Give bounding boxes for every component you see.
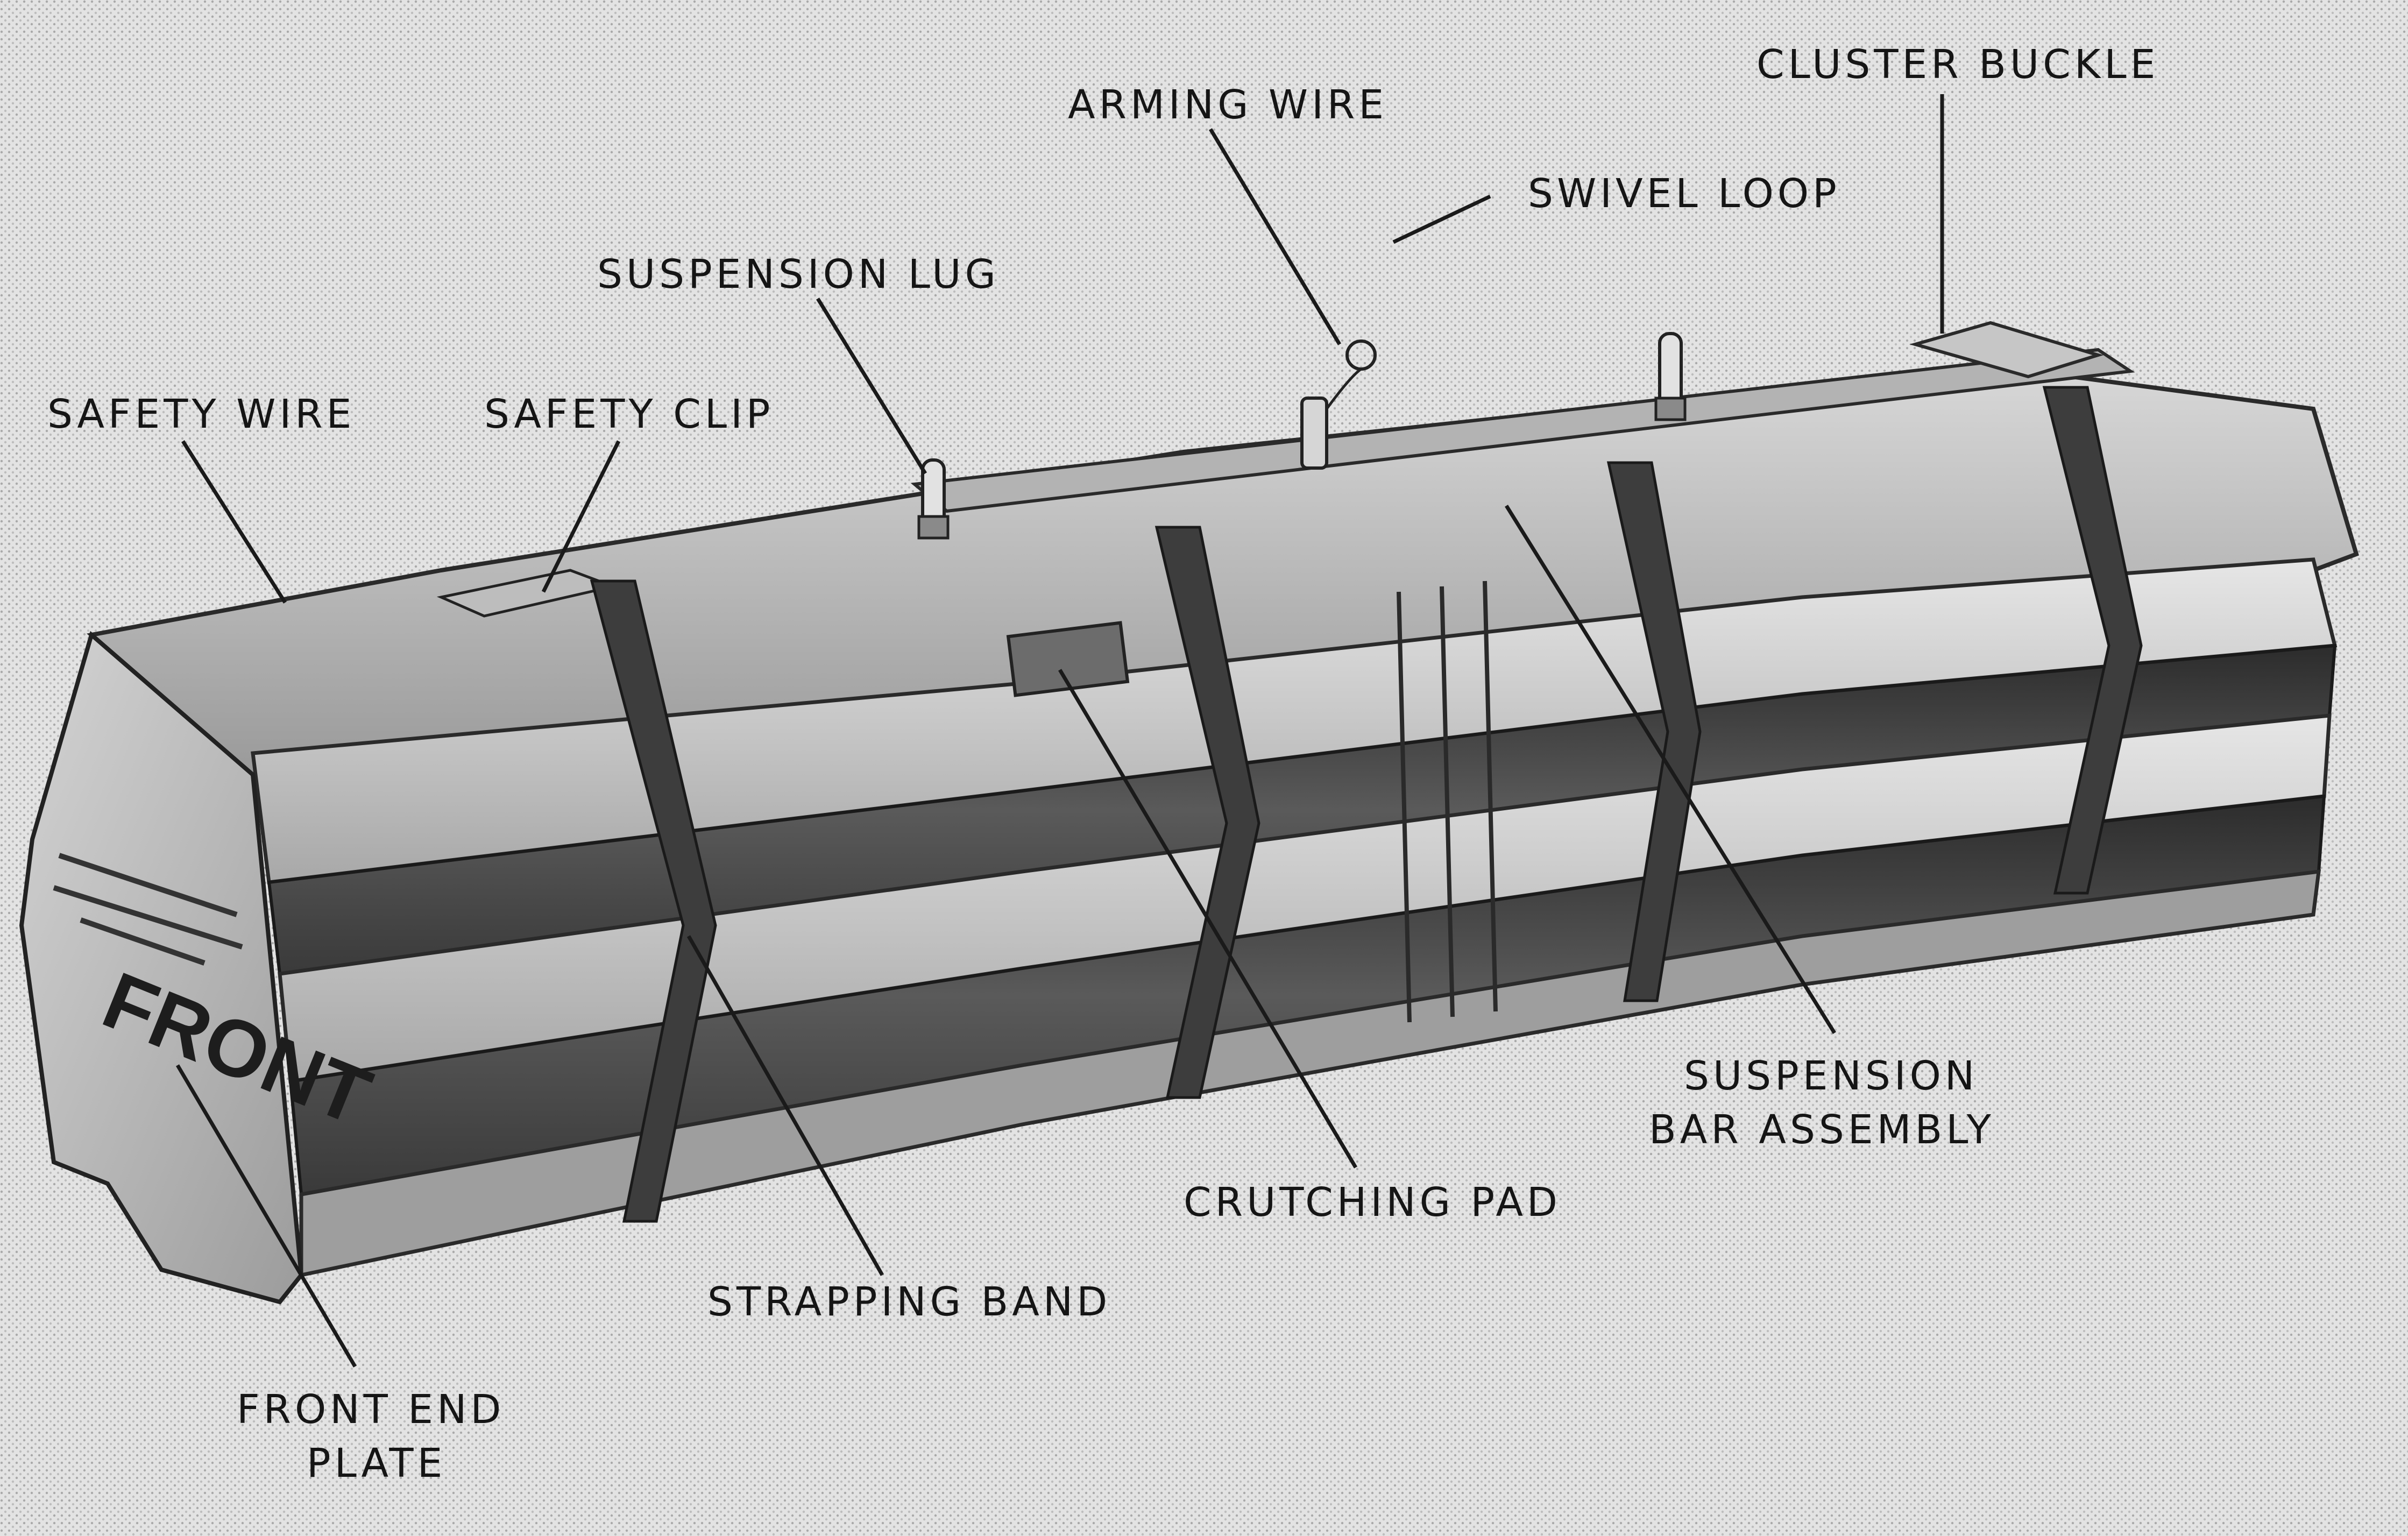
label-arming-wire: ARMING WIRE: [1068, 82, 1387, 128]
leader-arming-wire: [1208, 128, 1342, 345]
label-safety-clip: SAFETY CLIP: [484, 391, 774, 437]
leader-swivel-loop: [1392, 194, 1491, 244]
bottom-ridge: [299, 869, 2321, 1278]
label-front-end-plate-line2: PLATE: [307, 1440, 446, 1487]
front-end-plate: [19, 631, 304, 1305]
strapping-band-1: [590, 579, 717, 1223]
label-swivel-loop: SWIVEL LOOP: [1528, 171, 1840, 217]
swivel-loop: [1300, 339, 1377, 470]
suspension-lug-rear: [1654, 332, 1687, 421]
front-end-plate-lettering: [53, 853, 243, 966]
suspension-lug-front: [917, 458, 950, 540]
leader-safety-clip: [541, 440, 621, 593]
leader-crutching-pad: [1058, 669, 1358, 1169]
label-suspension-bar-line1: SUSPENSION: [1684, 1053, 1978, 1099]
strapping-band-3: [1606, 461, 1702, 1002]
label-front-end-plate-line1: FRONT END: [237, 1386, 505, 1433]
leader-strapping-band: [686, 935, 884, 1276]
label-suspension-lug: SUSPENSION LUG: [597, 251, 1000, 298]
leader-safety-wire: [181, 440, 287, 604]
leader-suspension-bar: [1505, 505, 1836, 1034]
label-cluster-buckle: CLUSTER BUCKLE: [1757, 41, 2159, 88]
label-crutching-pad: CRUTCHING PAD: [1184, 1179, 1561, 1226]
cluster-buckle-plate: [1909, 321, 2104, 379]
leader-lines: [175, 94, 1944, 1368]
center-band-marks: [1397, 581, 1498, 1023]
callouts: ARMING WIRE CLUSTER BUCKLE SWIVEL LOOP S…: [47, 41, 2159, 1487]
label-strapping-band: STRAPPING BAND: [707, 1279, 1111, 1325]
label-safety-wire: SAFETY WIRE: [47, 391, 355, 437]
strapping-band-2: [1155, 526, 1260, 1099]
cluster-body: FRONT: [19, 321, 2359, 1305]
leader-front-end-plate: [175, 1064, 357, 1368]
label-suspension-bar-line2: BAR ASSEMBLY: [1649, 1107, 1995, 1153]
leader-suspension-lug: [816, 298, 927, 475]
strapping-band-4: [2042, 386, 2143, 895]
